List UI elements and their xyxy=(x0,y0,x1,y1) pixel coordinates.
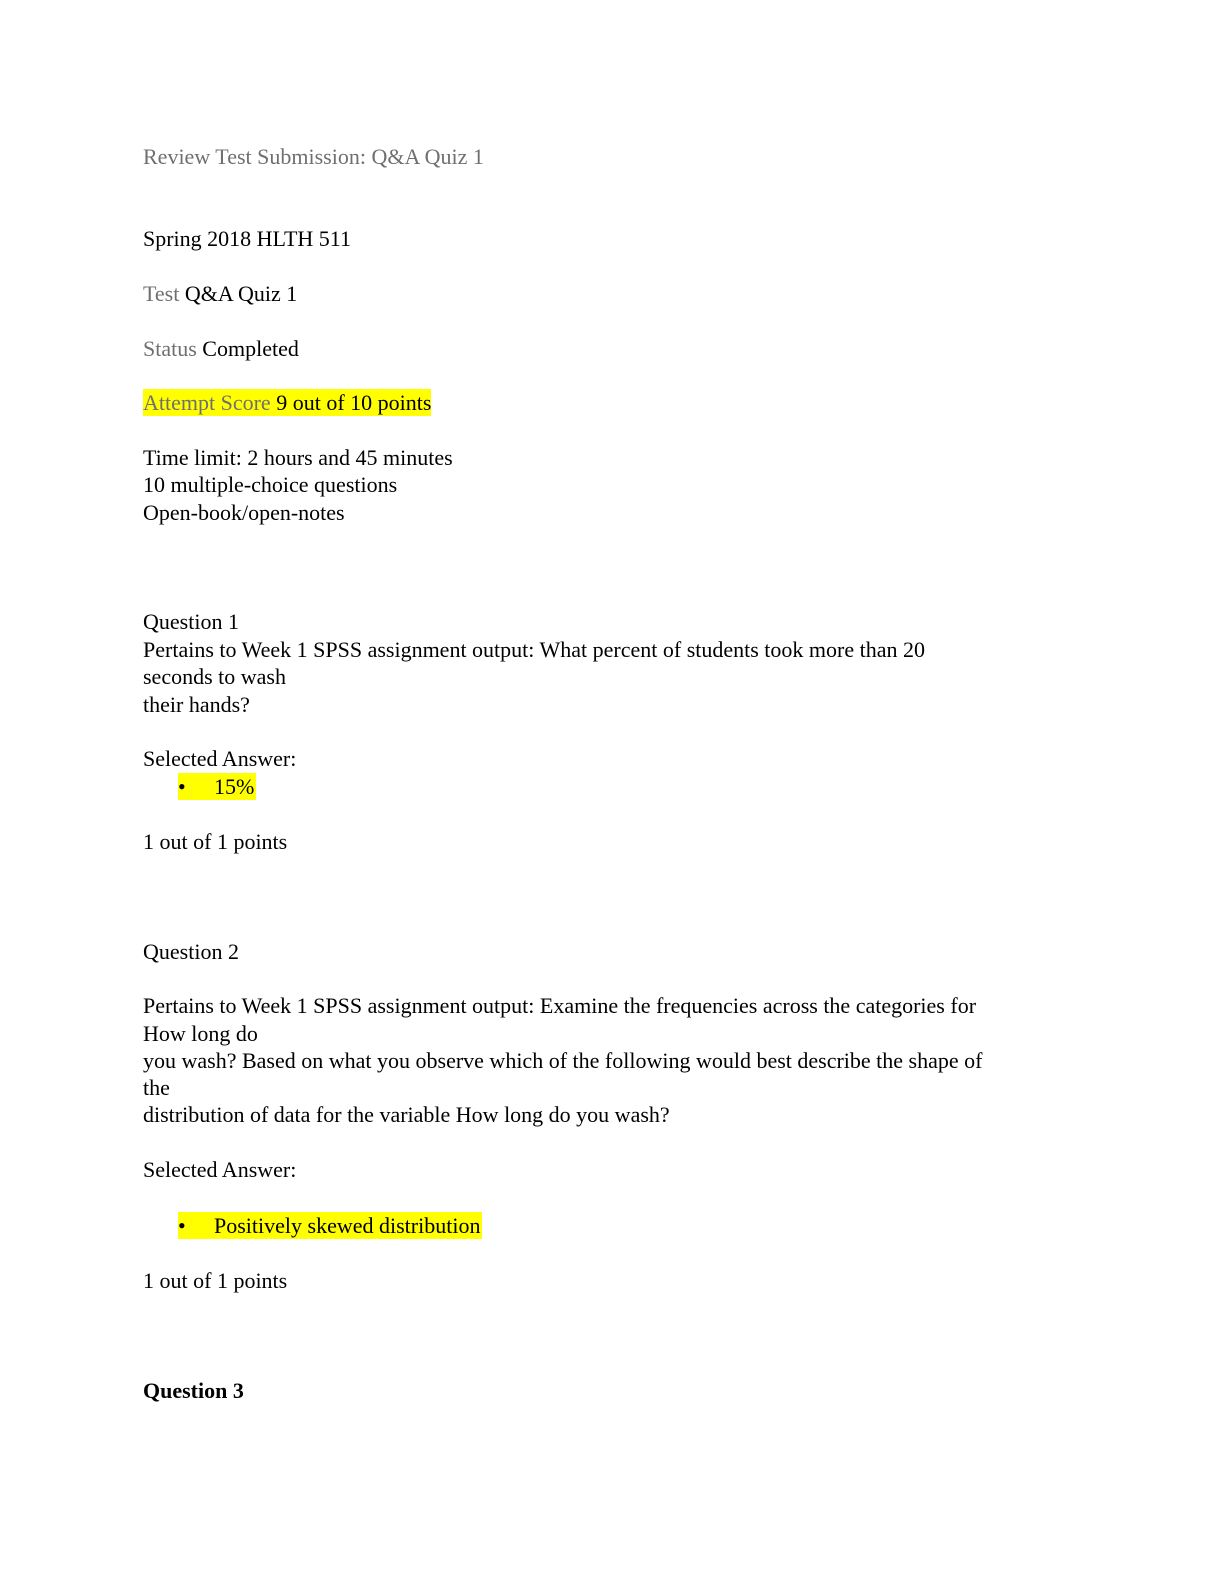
status-value: Completed xyxy=(202,336,299,361)
question-text-line: seconds to wash xyxy=(143,664,286,689)
bullet-icon: • xyxy=(178,774,186,799)
course-name: Spring 2018 HLTH 511 xyxy=(143,226,351,251)
score-value: 9 out of 10 points xyxy=(276,390,432,415)
status-row: Status Completed xyxy=(143,335,299,362)
question-title: Question 1 xyxy=(143,609,239,634)
instruction-line: Open-book/open-notes xyxy=(143,500,345,525)
question-text-line: the xyxy=(143,1075,170,1100)
question-points: 1 out of 1 points xyxy=(143,1268,288,1293)
question-title: Question 3 xyxy=(143,1378,244,1403)
question-points: 1 out of 1 points xyxy=(143,829,288,854)
page-title: Review Test Submission: Q&A Quiz 1 xyxy=(143,144,484,169)
selected-answer-label: Selected Answer: xyxy=(143,1157,297,1182)
status-label: Status xyxy=(143,336,197,361)
question-text-line: Pertains to Week 1 SPSS assignment outpu… xyxy=(143,637,925,662)
instruction-line: 10 multiple-choice questions xyxy=(143,472,398,497)
question-text-line: their hands? xyxy=(143,692,250,717)
selected-answer: • Positively skewed distribution xyxy=(178,1212,483,1239)
attempt-score-row: Attempt Score 9 out of 10 points xyxy=(143,389,432,416)
score-label: Attempt Score xyxy=(143,390,271,415)
test-value: Q&A Quiz 1 xyxy=(184,281,298,306)
question-text-line: Pertains to Week 1 SPSS assignment outpu… xyxy=(143,993,977,1018)
answer-text: Positively skewed distribution xyxy=(214,1213,481,1238)
question-text-line: How long do xyxy=(143,1021,258,1046)
question-title: Question 2 xyxy=(143,939,239,964)
selected-answer: • 15% xyxy=(178,773,257,800)
test-label: Test xyxy=(143,281,180,306)
answer-text: 15% xyxy=(214,774,255,799)
question-text-line: distribution of data for the variable Ho… xyxy=(143,1102,670,1127)
instruction-line: Time limit: 2 hours and 45 minutes xyxy=(143,445,453,470)
question-text-line: you wash? Based on what you observe whic… xyxy=(143,1048,983,1073)
bullet-icon: • xyxy=(178,1213,186,1238)
test-row: Test Q&A Quiz 1 xyxy=(143,280,297,307)
selected-answer-label: Selected Answer: xyxy=(143,746,297,771)
